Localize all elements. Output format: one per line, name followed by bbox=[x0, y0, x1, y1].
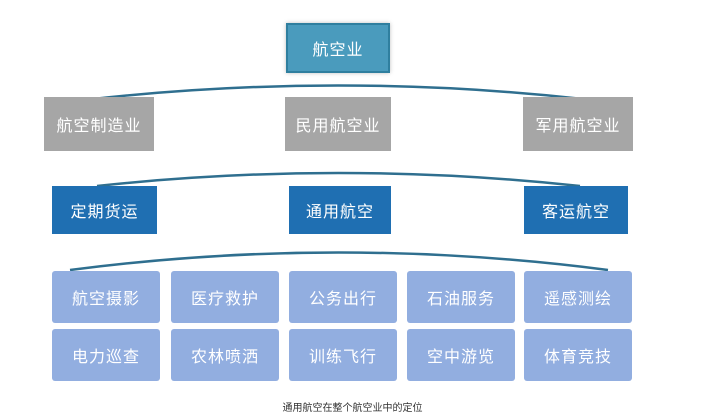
diagram-caption: 通用航空在整个航空业中的定位 bbox=[282, 403, 423, 414]
connector-root-to-level1 bbox=[92, 84, 584, 101]
node-aviation-manufacturing: 航空制造业 bbox=[44, 97, 154, 151]
node-military-aviation: 军用航空业 bbox=[523, 97, 633, 151]
connector-level1-to-level2 bbox=[96, 171, 581, 188]
leaf-sports-competition: 体育竞技 bbox=[524, 329, 632, 381]
leaf-power-inspection: 电力巡查 bbox=[52, 329, 160, 381]
leaf-oil-services: 石油服务 bbox=[407, 271, 515, 323]
leaf-business-travel: 公务出行 bbox=[289, 271, 397, 323]
node-root: 航空业 bbox=[286, 23, 390, 73]
leaf-training-flights: 训练飞行 bbox=[289, 329, 397, 381]
node-general-aviation: 通用航空 bbox=[289, 186, 391, 234]
node-scheduled-freight: 定期货运 bbox=[52, 186, 157, 234]
node-civil-aviation: 民用航空业 bbox=[285, 97, 391, 151]
node-passenger-aviation: 客运航空 bbox=[524, 186, 628, 234]
connector-level2-to-leaves bbox=[69, 251, 609, 272]
leaf-aerial-sightseeing: 空中游览 bbox=[407, 329, 515, 381]
leaf-remote-sensing: 遥感测绘 bbox=[524, 271, 632, 323]
leaf-aerial-photography: 航空摄影 bbox=[52, 271, 160, 323]
leaf-medical-rescue: 医疗救护 bbox=[171, 271, 279, 323]
leaf-agri-forestry-spraying: 农林喷洒 bbox=[171, 329, 279, 381]
